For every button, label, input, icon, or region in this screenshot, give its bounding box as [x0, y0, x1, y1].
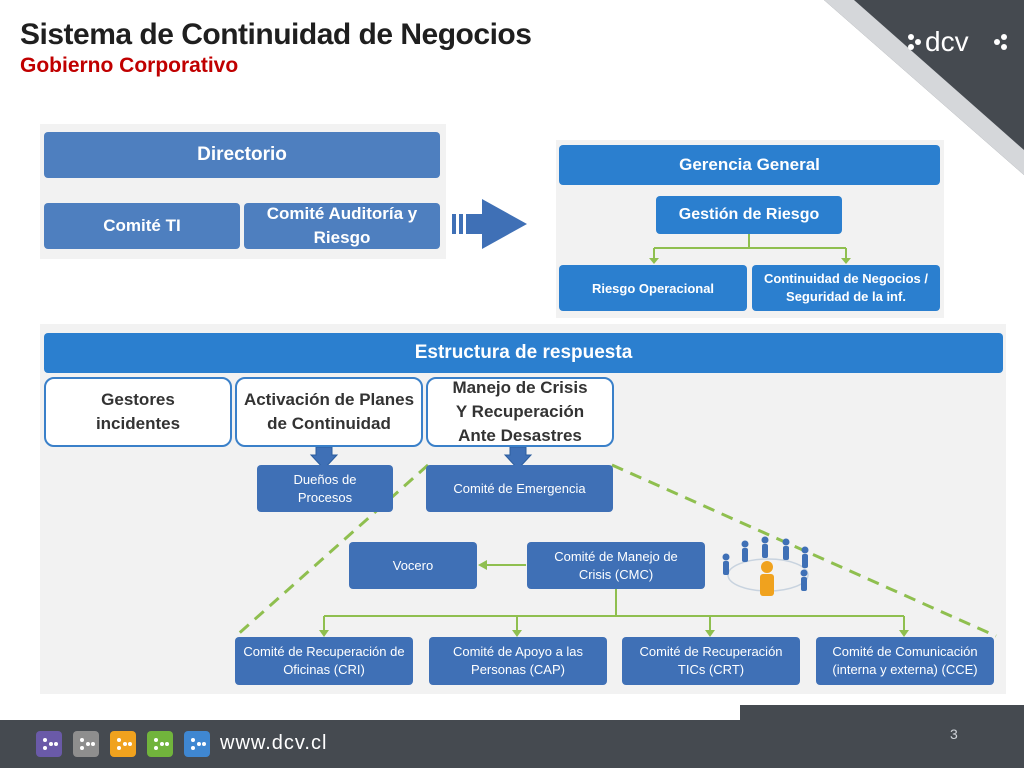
- page-title: Sistema de Continuidad de Negocios: [20, 18, 532, 51]
- gestion-riesgo-box: Gestión de Riesgo: [656, 196, 842, 234]
- cce-box: Comité de Comunicación (interna y extern…: [816, 637, 994, 685]
- corner-decoration: [824, 0, 1024, 175]
- footer-square-3: [110, 731, 136, 757]
- crt-box: Comité de Recuperación TICs (CRT): [622, 637, 800, 685]
- comite-ti-box: Comité TI: [44, 203, 240, 249]
- activacion-planes-box: Activación de Planes de Continuidad: [235, 377, 423, 447]
- estructura-respuesta-header: Estructura de respuesta: [44, 333, 1003, 373]
- comite-emergencia-box: Comité de Emergencia: [426, 465, 613, 512]
- gestores-incidentes-box: Gestores incidentes: [44, 377, 232, 447]
- cri-box: Comité de Recuperación de Oficinas (CRI): [235, 637, 413, 685]
- footer-square-1: [36, 731, 62, 757]
- duenos-procesos-box: Dueños de Procesos: [257, 465, 393, 512]
- continuidad-box: Continuidad de Negocios / Seguridad de l…: [752, 265, 940, 311]
- footer-square-4: [147, 731, 173, 757]
- riesgo-operacional-box: Riesgo Operacional: [559, 265, 747, 311]
- page-subtitle: Gobierno Corporativo: [20, 54, 239, 77]
- footer-strip: [740, 705, 1024, 720]
- svg-text:dcv: dcv: [925, 26, 969, 57]
- dcv-logo: dcv: [908, 26, 1007, 57]
- website-link[interactable]: www.dcv.cl: [220, 732, 328, 754]
- comite-auditoria-box: Comité Auditoría y Riesgo: [244, 203, 440, 249]
- flow-arrow: [452, 199, 527, 249]
- cap-box: Comité de Apoyo a las Personas (CAP): [429, 637, 607, 685]
- directorio-box: Directorio: [44, 132, 440, 178]
- comite-manejo-crisis-box: Comité de Manejo de Crisis (CMC): [527, 542, 705, 589]
- page-number: 3: [950, 726, 958, 742]
- gerencia-general-box: Gerencia General: [559, 145, 940, 185]
- vocero-box: Vocero: [349, 542, 477, 589]
- footer-square-2: [73, 731, 99, 757]
- manejo-crisis-box: Manejo de Crisis Y Recuperación Ante Des…: [426, 377, 614, 447]
- footer-square-5: [184, 731, 210, 757]
